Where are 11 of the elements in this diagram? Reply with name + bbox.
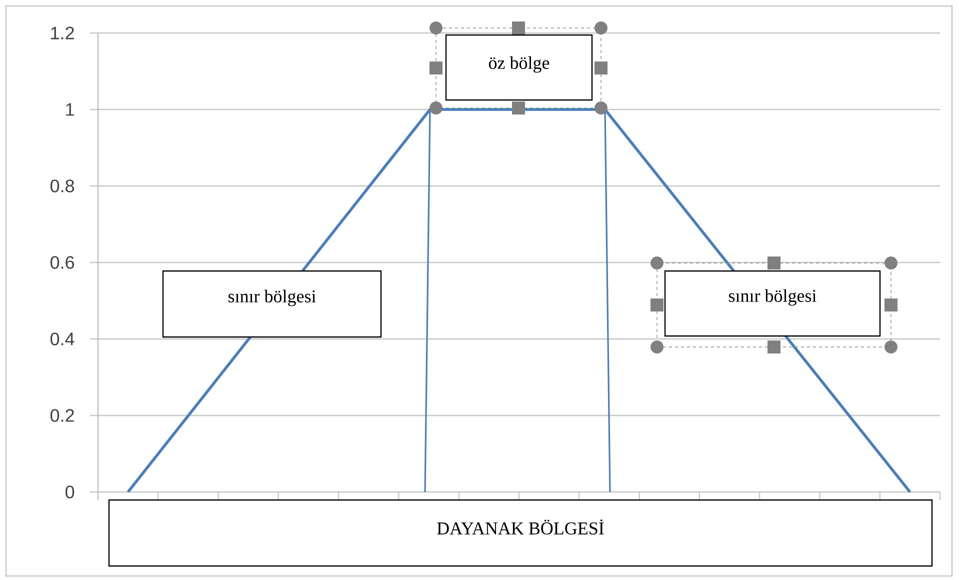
text-box: sınır bölgesi <box>664 270 881 337</box>
axis-tick-label: 0.2 <box>50 409 74 422</box>
axis-tick-label: 0 <box>66 486 74 498</box>
axis-tick-label: 0.6 <box>50 256 74 269</box>
axis-tick-label: 0.8 <box>50 180 74 192</box>
text-box: DAYANAK BÖLGESİ <box>108 499 933 567</box>
axis-tick-label: 1.2 <box>51 26 74 40</box>
axis-tick-label: 1 <box>66 103 74 116</box>
axis-tick-label: 0.4 <box>50 332 74 346</box>
text-box: sınır bölgesi <box>162 270 382 338</box>
text-box: öz bölge <box>445 34 593 101</box>
